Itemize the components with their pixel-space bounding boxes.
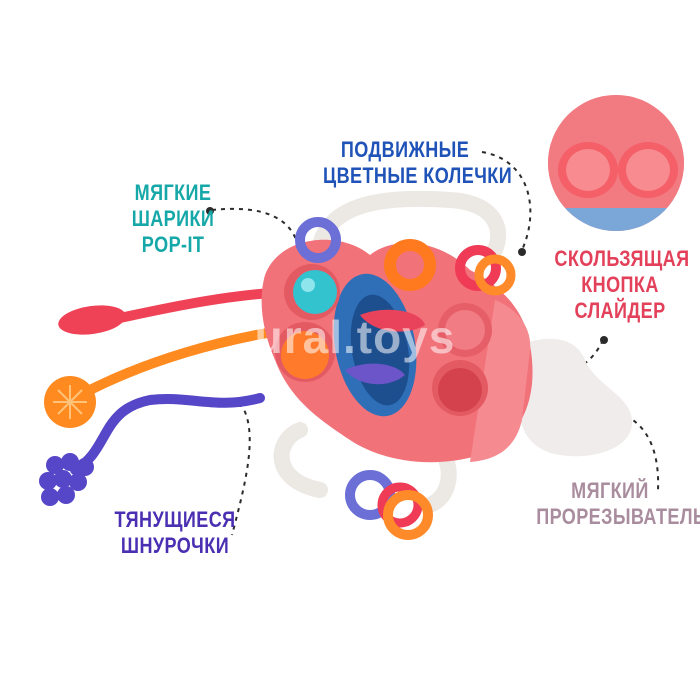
label-line: ШНУРОЧКИ — [120, 533, 230, 558]
label-line: КНОПКА — [581, 272, 659, 297]
label-soft-teether: МЯГКИЙ ПРОРЕЗЫВАТЕЛЬ — [536, 478, 700, 530]
toy-body — [261, 239, 533, 463]
leader-balls — [211, 207, 301, 263]
label-soft-balls: МЯГКИЕ ШАРИКИ POP-IT — [128, 180, 218, 258]
string-ends — [39, 305, 126, 506]
label-slider-button: СКОЛЬЗЯЩАЯ КНОПКА СЛАЙДЕР — [554, 246, 690, 324]
label-line: МЯГКИЕ — [134, 180, 212, 205]
label-line: СКОЛЬЗЯЩАЯ — [554, 246, 690, 271]
label-line: POP-IT — [141, 232, 205, 257]
slider-zoom-inset — [548, 95, 684, 231]
watermark: ural.toys — [254, 311, 456, 363]
leader-rings — [481, 151, 532, 251]
label-pull-strings: ТЯНУЩИЕСЯ ШНУРОЧКИ — [114, 507, 237, 559]
label-line: ПОДВИЖНЫЕ — [340, 137, 470, 162]
label-line: ПРОРЕЗЫВАТЕЛЬ — [536, 504, 700, 529]
label-line: ШАРИКИ — [131, 206, 215, 231]
label-line: ЦВЕТНЫЕ КОЛЕЧКИ — [323, 163, 513, 188]
label-moving-rings: ПОДВИЖНЫЕ ЦВЕТНЫЕ КОЛЕЧКИ — [323, 137, 513, 189]
leader-strings — [231, 402, 251, 536]
colored-rings — [295, 217, 516, 540]
teether-nipple — [520, 338, 633, 457]
label-line: СЛАЙДЕР — [574, 298, 666, 323]
label-line: ТЯНУЩИЕСЯ — [114, 507, 236, 532]
label-line: МЯГКИЙ — [571, 478, 649, 503]
